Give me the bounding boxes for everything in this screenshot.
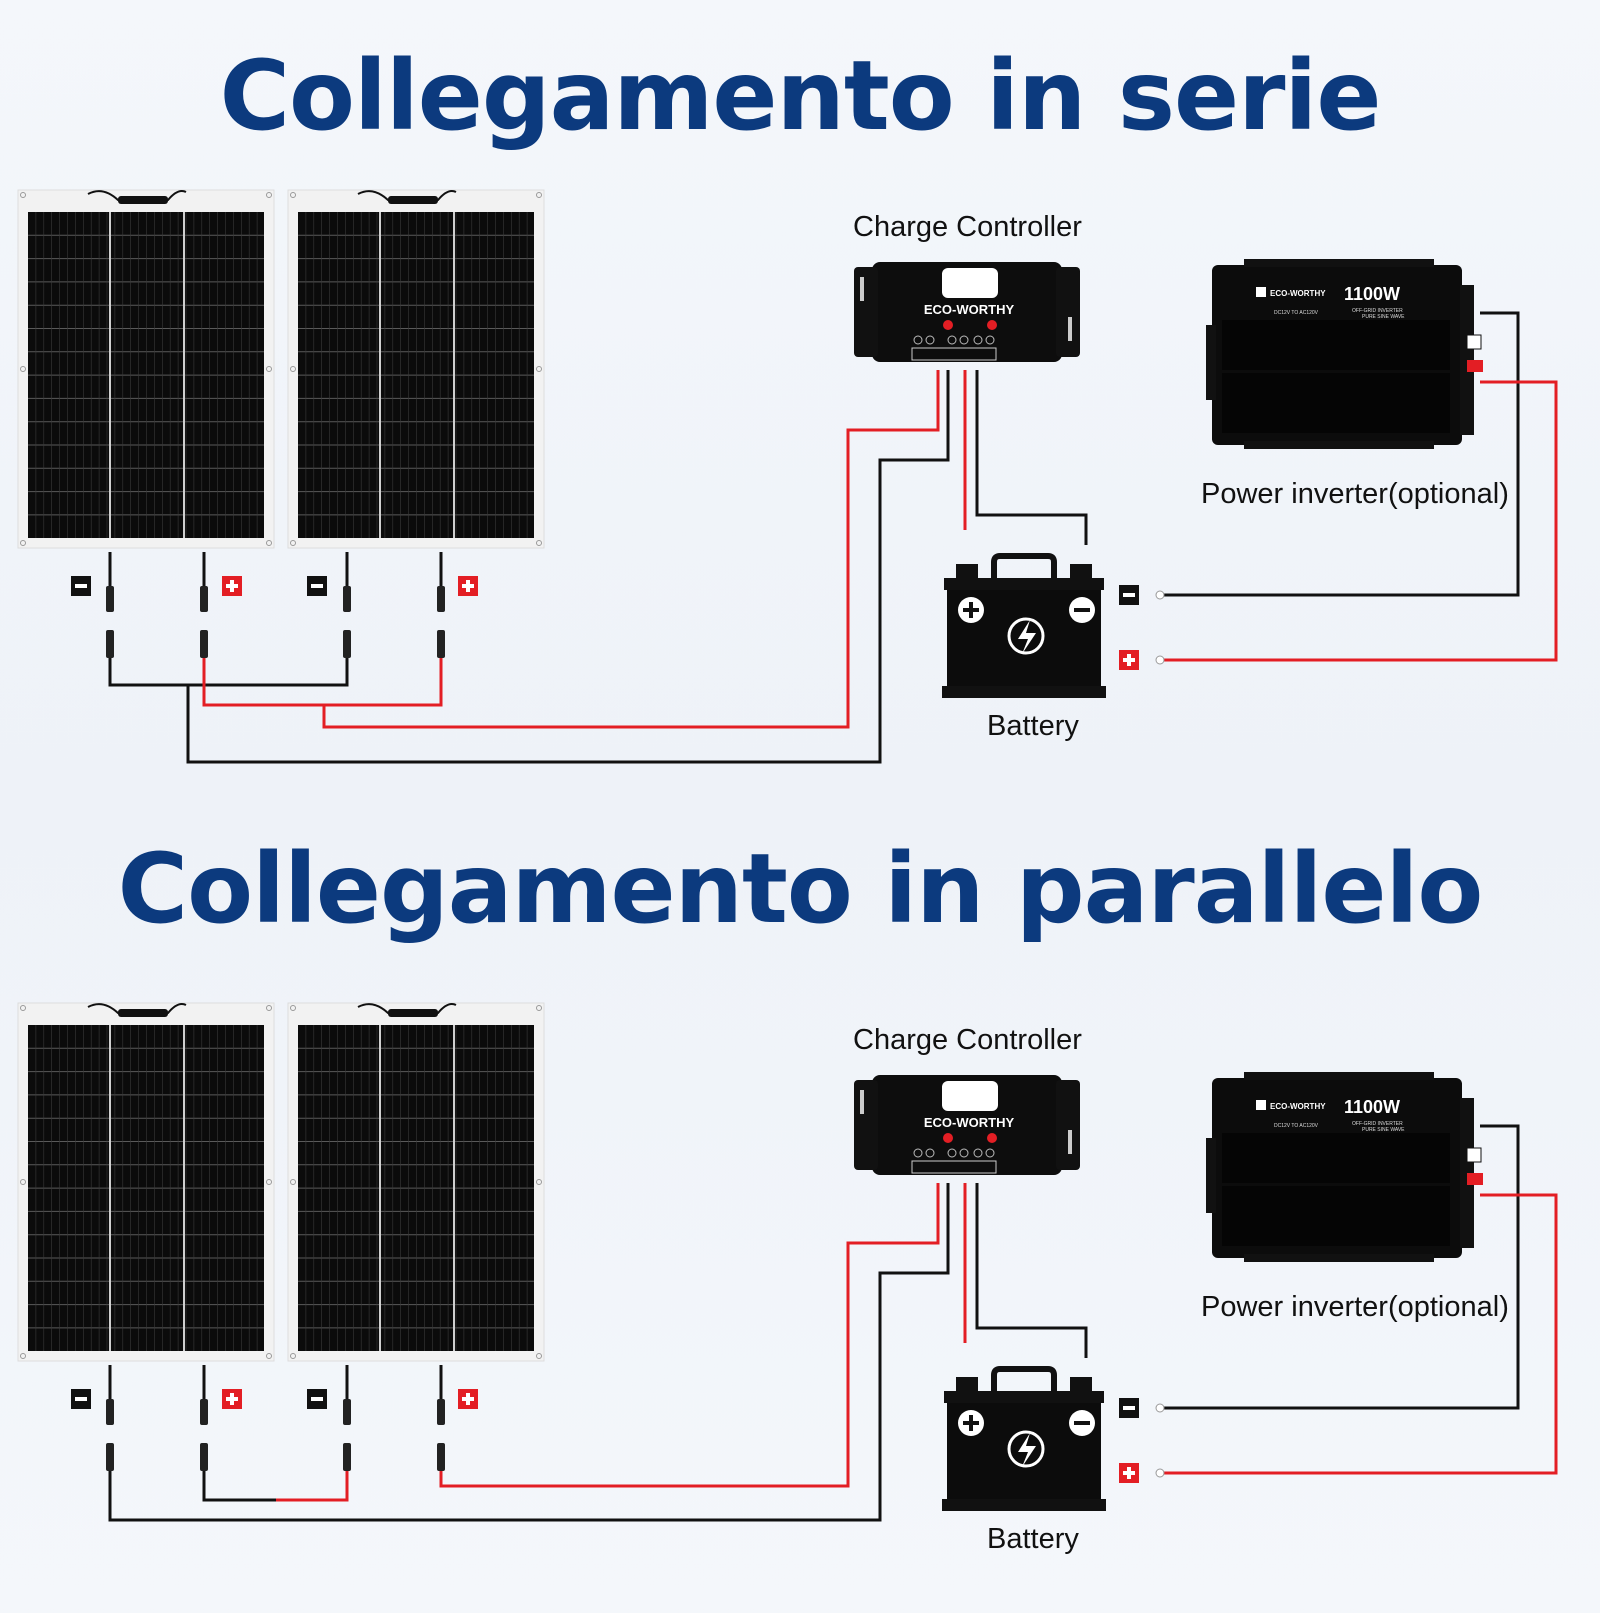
- wires: [108, 311, 1558, 764]
- plus-icon: [222, 576, 242, 596]
- inverter-power-text: 1100W: [1344, 284, 1400, 304]
- polarity-icons: [71, 1389, 1139, 1483]
- inverter-brand-text: ECO-WORTHY: [1270, 1102, 1326, 1111]
- inverter-spec-text: OFF-GRID INVERTER: [1352, 1121, 1403, 1127]
- plus-icon: [1119, 650, 1139, 670]
- plus-icon: [1119, 1463, 1139, 1483]
- charge-controller-label: Charge Controller: [853, 211, 1082, 243]
- solar-panel-1: [17, 189, 275, 549]
- inverter-spec-text: PURE SINE WAVE: [1362, 314, 1405, 320]
- plus-icon: [222, 1389, 242, 1409]
- parallel-diagram: ECO-WORTHY ECO-WORTHY 1100W DC12V TO AC120…: [17, 1002, 1558, 1522]
- minus-icon: [1119, 585, 1139, 605]
- minus-icon: [71, 576, 91, 596]
- solar-panel-2: [287, 189, 545, 549]
- lightning-icon: [1007, 1430, 1045, 1468]
- controller-brand-text: ECO-WORTHY: [924, 302, 1015, 317]
- charge-controller: ECO-WORTHY: [854, 262, 1080, 362]
- inverter-spec-text: DC12V TO AC120V: [1274, 310, 1319, 316]
- solar-panel-2: [287, 1002, 545, 1362]
- battery: [942, 1366, 1106, 1511]
- inverter-power-text: 1100W: [1344, 1097, 1400, 1117]
- solar-panel-1: [17, 1002, 275, 1362]
- inverter-spec-text: DC12V TO AC120V: [1274, 1123, 1319, 1129]
- charge-controller: ECO-WORTHY: [854, 1075, 1080, 1175]
- battery-label: Battery: [987, 1523, 1079, 1555]
- minus-icon: [1119, 1398, 1139, 1418]
- plus-icon: [458, 576, 478, 596]
- power-inverter-label: Power inverter(optional): [1201, 1291, 1509, 1323]
- power-inverter-label: Power inverter(optional): [1201, 478, 1509, 510]
- inverter-spec-text: PURE SINE WAVE: [1362, 1127, 1405, 1133]
- charge-controller-label: Charge Controller: [853, 1024, 1082, 1056]
- parallel-connection-title: Collegamento in parallelo: [117, 833, 1484, 945]
- plus-icon: [458, 1389, 478, 1409]
- controller-brand-text: ECO-WORTHY: [924, 1115, 1015, 1130]
- polarity-icons: [71, 576, 1139, 670]
- battery: [942, 553, 1106, 698]
- series-connection-title: Collegamento in serie: [219, 40, 1382, 152]
- power-inverter: ECO-WORTHY 1100W DC12V TO AC120V OFF-GRID I…: [1206, 1072, 1483, 1262]
- inverter-spec-text: OFF-GRID INVERTER: [1352, 308, 1403, 314]
- minus-icon: [307, 576, 327, 596]
- connectors: [106, 586, 1165, 665]
- inverter-brand-text: ECO-WORTHY: [1270, 289, 1326, 298]
- lightning-icon: [1007, 617, 1045, 655]
- battery-label: Battery: [987, 710, 1079, 742]
- power-inverter: ECO-WORTHY 1100W DC12V TO AC120V OFF-GRID I…: [1206, 259, 1483, 449]
- minus-icon: [307, 1389, 327, 1409]
- series-diagram: ECO-WORTHY ECO-WORTHY 1100W DC12V TO AC120…: [17, 189, 1558, 764]
- connectors: [106, 1399, 1165, 1478]
- minus-icon: [71, 1389, 91, 1409]
